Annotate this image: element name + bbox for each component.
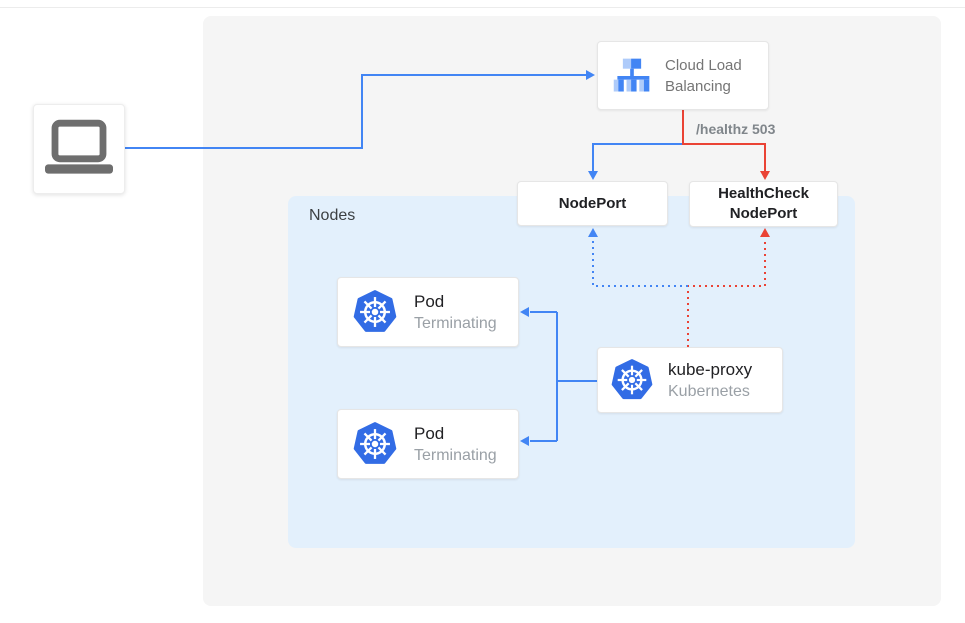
- pod-title: Pod: [414, 292, 445, 311]
- nodeport-card: NodePort: [517, 181, 668, 226]
- pod-status: Terminating: [414, 315, 497, 332]
- kubernetes-icon: [352, 289, 398, 335]
- pod-status: Terminating: [414, 447, 497, 464]
- kube-proxy-subtitle: Kubernetes: [668, 383, 750, 400]
- client-card: [33, 104, 125, 194]
- healthcheck-nodeport-label-line1: HealthCheck: [718, 185, 809, 202]
- pod-card-1: Pod Terminating: [337, 277, 519, 347]
- load-balancer-icon: [611, 55, 653, 97]
- cloud-load-balancing-label: Cloud Load Balancing: [665, 56, 742, 95]
- healthcheck-nodeport-label-line2: NodePort: [729, 205, 798, 222]
- kube-proxy-title: kube-proxy: [668, 360, 753, 379]
- laptop-icon: [41, 118, 117, 180]
- nodeport-label: NodePort: [558, 194, 627, 212]
- top-divider: [0, 7, 965, 8]
- kube-proxy-card: kube-proxy Kubernetes: [597, 347, 783, 413]
- kubernetes-icon: [352, 421, 398, 467]
- pod-card-2: Pod Terminating: [337, 409, 519, 479]
- nodes-label: Nodes: [309, 207, 356, 224]
- pod-title: Pod: [414, 424, 445, 443]
- healthcheck-nodeport-card: HealthCheck NodePort: [689, 181, 838, 227]
- kubernetes-icon: [610, 358, 654, 402]
- healthz-route-label: /healthz 503: [696, 121, 776, 137]
- cloud-load-balancing-card: Cloud Load Balancing: [597, 41, 769, 110]
